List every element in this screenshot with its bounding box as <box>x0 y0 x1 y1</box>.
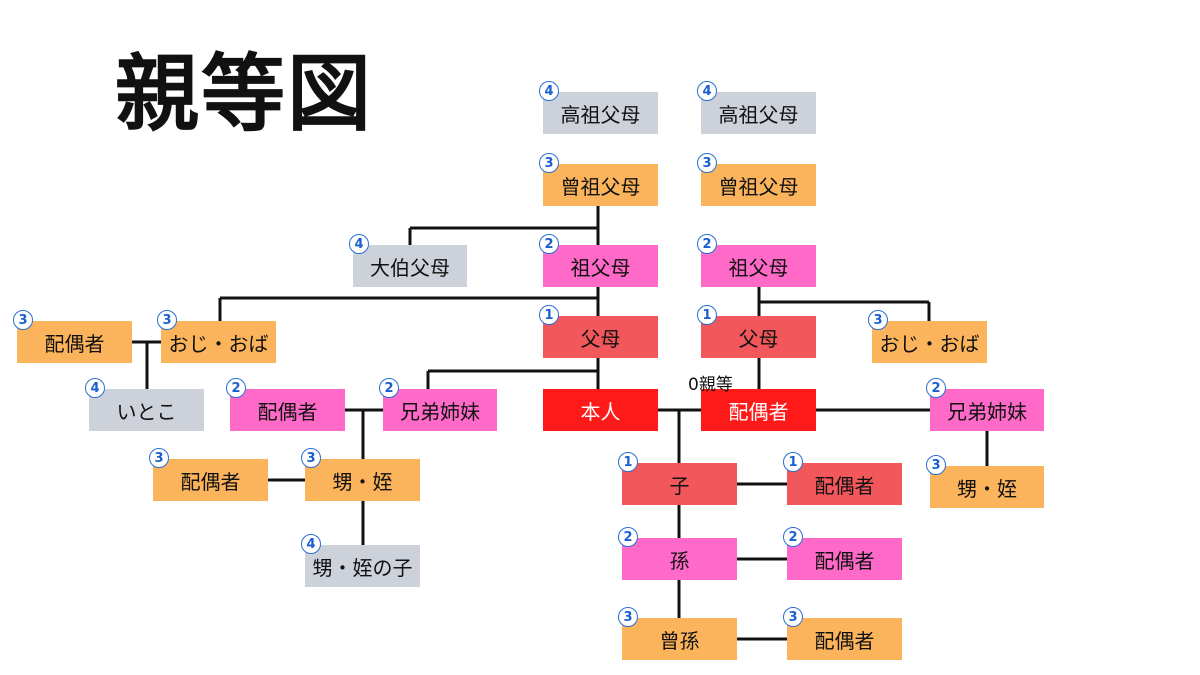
degree-badge-icon: 4 <box>697 81 717 101</box>
node-great-uncle: 大伯父母 <box>353 245 467 287</box>
node-label: 曾孫 <box>659 628 700 653</box>
degree-badge-icon: 4 <box>85 378 105 398</box>
degree-badge-icon: 1 <box>618 452 638 472</box>
node-label: 父母 <box>738 326 779 351</box>
node-cousin: いとこ <box>89 389 204 431</box>
node-label: 曾祖父母 <box>560 174 641 199</box>
node-label: おじ・おば <box>879 331 980 356</box>
node-s-sibling: 兄弟姉妹 <box>930 389 1044 431</box>
node-label: 配偶者 <box>257 399 318 424</box>
node-label: 配偶者 <box>814 548 875 573</box>
node-s-uncle: おじ・おば <box>872 321 987 363</box>
self-degree-label: 0親等 <box>688 375 733 395</box>
degree-badge-icon: 3 <box>149 448 169 468</box>
node-grandchild-spouse: 配偶者 <box>787 538 902 580</box>
node-label: 祖父母 <box>728 255 789 280</box>
node-grandnephew: 甥・姪の子 <box>305 545 420 587</box>
node-great-grandchild: 曾孫 <box>622 618 737 660</box>
node-label: 孫 <box>669 548 690 573</box>
degree-badge-icon: 3 <box>926 455 946 475</box>
node-label: 甥・姪の子 <box>312 555 413 580</box>
node-p-gp: 祖父母 <box>543 245 658 287</box>
node-s-gg-1: 曾祖父母 <box>701 164 816 206</box>
degree-badge-icon: 1 <box>539 305 559 325</box>
degree-badge-icon: 2 <box>226 378 246 398</box>
degree-badge-icon: 2 <box>539 234 559 254</box>
node-uncle: おじ・おば <box>161 321 276 363</box>
node-sibling: 兄弟姉妹 <box>383 389 497 431</box>
node-label: 大伯父母 <box>370 255 450 280</box>
node-spouse: 配偶者 <box>701 389 816 431</box>
node-nephew-spouse: 配偶者 <box>153 459 268 501</box>
node-label: 配偶者 <box>814 473 875 498</box>
node-p-gg-1: 曾祖父母 <box>543 164 658 206</box>
node-s-ggg-1: 高祖父母 <box>701 92 816 134</box>
node-label: 甥・姪 <box>332 469 393 494</box>
degree-badge-icon: 3 <box>697 153 717 173</box>
degree-badge-icon: 1 <box>783 452 803 472</box>
degree-badge-icon: 4 <box>539 81 559 101</box>
degree-badge-icon: 3 <box>13 310 33 330</box>
node-label: おじ・おば <box>168 331 269 356</box>
node-self: 本人 <box>543 389 658 431</box>
degree-badge-icon: 4 <box>349 234 369 254</box>
node-label: 本人 <box>580 399 621 424</box>
node-label: 高祖父母 <box>718 102 799 127</box>
degree-badge-icon: 2 <box>697 234 717 254</box>
node-label: 兄弟姉妹 <box>947 399 1027 424</box>
node-child: 子 <box>622 463 737 505</box>
degree-badge-icon: 3 <box>157 310 177 330</box>
degree-badge-icon: 3 <box>868 310 888 330</box>
node-label: 高祖父母 <box>560 102 641 127</box>
degree-badge-icon: 2 <box>379 378 399 398</box>
node-label: 父母 <box>580 326 621 351</box>
degree-badge-icon: 2 <box>618 527 638 547</box>
node-s-nephew: 甥・姪 <box>930 466 1044 508</box>
node-label: 曾祖父母 <box>718 174 799 199</box>
node-label: 甥・姪 <box>957 476 1017 501</box>
degree-badge-icon: 3 <box>618 607 638 627</box>
node-s-parent: 父母 <box>701 316 816 358</box>
degree-badge-icon: 4 <box>301 534 321 554</box>
degree-badge-icon: 2 <box>783 527 803 547</box>
node-label: 配偶者 <box>814 628 875 653</box>
node-p-ggg-1: 高祖父母 <box>543 92 658 134</box>
node-label: 兄弟姉妹 <box>400 399 480 424</box>
degree-badge-icon: 2 <box>926 378 946 398</box>
node-label: 配偶者 <box>728 399 789 424</box>
node-p-parent: 父母 <box>543 316 658 358</box>
node-uncle-spouse: 配偶者 <box>17 321 132 363</box>
node-grandchild: 孫 <box>622 538 737 580</box>
degree-badge-icon: 1 <box>697 305 717 325</box>
node-label: 祖父母 <box>570 255 631 280</box>
diagram-title: 親等図 <box>115 45 374 143</box>
node-nephew: 甥・姪 <box>305 459 420 501</box>
node-label: 子 <box>669 473 690 498</box>
node-label: 配偶者 <box>44 331 105 356</box>
node-sib-spouse: 配偶者 <box>230 389 345 431</box>
degree-badge-icon: 3 <box>301 448 321 468</box>
node-label: 配偶者 <box>180 469 241 494</box>
node-ggc-spouse: 配偶者 <box>787 618 902 660</box>
node-label: いとこ <box>116 399 177 424</box>
degree-badge-icon: 3 <box>783 607 803 627</box>
node-child-spouse: 配偶者 <box>787 463 902 505</box>
degree-badge-icon: 3 <box>539 153 559 173</box>
node-s-gp: 祖父母 <box>701 245 816 287</box>
